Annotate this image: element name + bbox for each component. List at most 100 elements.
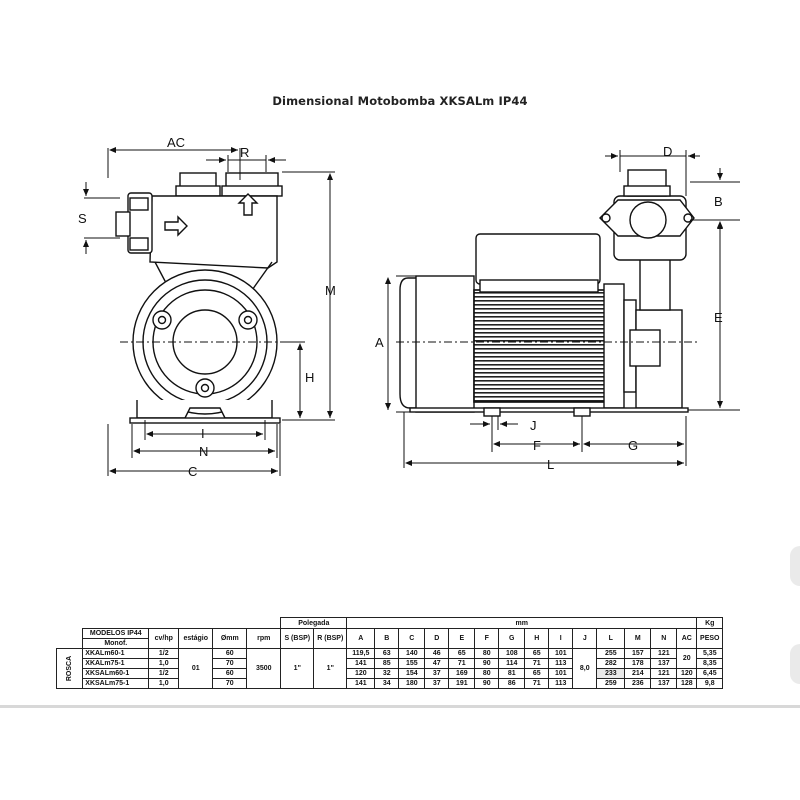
s-bsp-cell: 1" (280, 648, 315, 689)
peso-cell: 6,45 (696, 668, 724, 679)
label-d: D (663, 144, 672, 159)
d-cell: 37 (424, 668, 450, 679)
header-monof: Monof. (82, 638, 150, 649)
h-cell: 65 (524, 668, 550, 679)
header-b: B (374, 628, 400, 649)
model-cell: XKALm75-1 (82, 658, 150, 669)
m-cell: 236 (624, 678, 652, 689)
n-cell: 137 (650, 658, 678, 669)
omm-cell: 70 (212, 678, 248, 689)
header-i: I (548, 628, 574, 649)
specifications-table: Polegada mm Kg MODELOS IP44 cv/hp estági… (55, 617, 724, 689)
ac-cell: 20 (676, 648, 698, 669)
header-j: J (572, 628, 598, 649)
header-n: N (650, 628, 678, 649)
drawing-title: Dimensional Motobomba XKSALm IP44 (272, 94, 528, 108)
header-r-bsp: R (BSP) (313, 628, 348, 649)
label-m: M (325, 283, 336, 298)
i-cell: 113 (548, 678, 574, 689)
cv-cell: 1,0 (148, 678, 180, 689)
header-d: D (424, 628, 450, 649)
e-cell: 191 (448, 678, 476, 689)
label-i: I (201, 426, 205, 441)
e-cell: 169 (448, 668, 476, 679)
header-a: A (346, 628, 376, 649)
d-cell: 37 (424, 678, 450, 689)
b-cell: 85 (374, 658, 400, 669)
f-cell: 80 (474, 668, 500, 679)
n-cell: 121 (650, 648, 678, 659)
f-cell: 90 (474, 678, 500, 689)
table-row: ROSCA XKALm60-1 1/2 01 60 3500 1" 1" 119… (55, 648, 724, 689)
h-cell: 65 (524, 648, 550, 659)
label-b: B (714, 194, 723, 209)
g-cell: 108 (498, 648, 526, 659)
i-cell: 113 (548, 658, 574, 669)
group-header-mm: mm (346, 617, 698, 629)
header-e: E (448, 628, 476, 649)
peso-cell: 8,35 (696, 658, 724, 669)
cv-cell: 1/2 (148, 668, 180, 679)
h-cell: 71 (524, 678, 550, 689)
header-modelos: MODELOS IP44 (82, 628, 150, 639)
header-l: L (596, 628, 626, 649)
edge-scroll-hint (790, 546, 800, 586)
n-cell: 121 (650, 668, 678, 679)
group-header-polegada: Polegada (280, 617, 348, 629)
group-header-kg: Kg (696, 617, 724, 629)
label-f: F (533, 438, 541, 453)
l-cell: 255 (596, 648, 626, 659)
front-dimensions (83, 147, 335, 476)
cv-cell: 1,0 (148, 658, 180, 669)
d-cell: 47 (424, 658, 450, 669)
l-cell: 282 (596, 658, 626, 669)
header-f: F (474, 628, 500, 649)
b-cell: 34 (374, 678, 400, 689)
c-cell: 154 (398, 668, 426, 679)
label-g: G (628, 438, 638, 453)
a-cell: 141 (346, 678, 376, 689)
peso-cell: 5,35 (696, 648, 724, 659)
estagio-cell: 01 (178, 648, 214, 689)
a-cell: 119,5 (346, 648, 376, 659)
m-cell: 214 (624, 668, 652, 679)
h-cell: 71 (524, 658, 550, 669)
model-cell: XKSALm60-1 (82, 668, 150, 679)
label-a: A (375, 335, 384, 350)
i-cell: 101 (548, 668, 574, 679)
c-cell: 140 (398, 648, 426, 659)
peso-cell: 9,8 (696, 678, 724, 689)
ac-cell: 128 (676, 678, 698, 689)
m-cell: 178 (624, 658, 652, 669)
rpm-cell: 3500 (246, 648, 282, 689)
cv-cell: 1/2 (148, 648, 180, 659)
header-m: M (624, 628, 652, 649)
header-rpm: rpm (246, 628, 282, 649)
header-g: G (498, 628, 526, 649)
f-cell: 90 (474, 658, 500, 669)
g-cell: 114 (498, 658, 526, 669)
table-row: XKSALm75-1 1,0 70 141 34 180 37 191 90 8… (57, 678, 724, 689)
front-view (115, 172, 283, 424)
omm-cell: 60 (212, 668, 248, 679)
e-cell: 71 (448, 658, 476, 669)
n-cell: 137 (650, 678, 678, 689)
side-view (399, 169, 695, 417)
label-e: E (714, 310, 723, 325)
edge-scroll-hint (790, 644, 800, 684)
omm-cell: 70 (212, 658, 248, 669)
j-cell: 8,0 (572, 648, 598, 689)
r-bsp-cell: 1" (313, 648, 348, 689)
g-cell: 86 (498, 678, 526, 689)
side-dimensions (385, 150, 740, 468)
g-cell: 81 (498, 668, 526, 679)
header-cv: cv/hp (148, 628, 180, 649)
c-cell: 155 (398, 658, 426, 669)
header-omm: Ømm (212, 628, 248, 649)
header-peso: PESO (696, 628, 724, 649)
header-estagio: estágio (178, 628, 214, 649)
pump-technical-drawing: AC R S M H I N C D B A E J F G L (78, 135, 740, 479)
table-row: XKSALm60-1 1/2 60 120 32 154 37 169 80 8… (57, 668, 724, 679)
c-cell: 180 (398, 678, 426, 689)
omm-cell: 60 (212, 648, 248, 659)
